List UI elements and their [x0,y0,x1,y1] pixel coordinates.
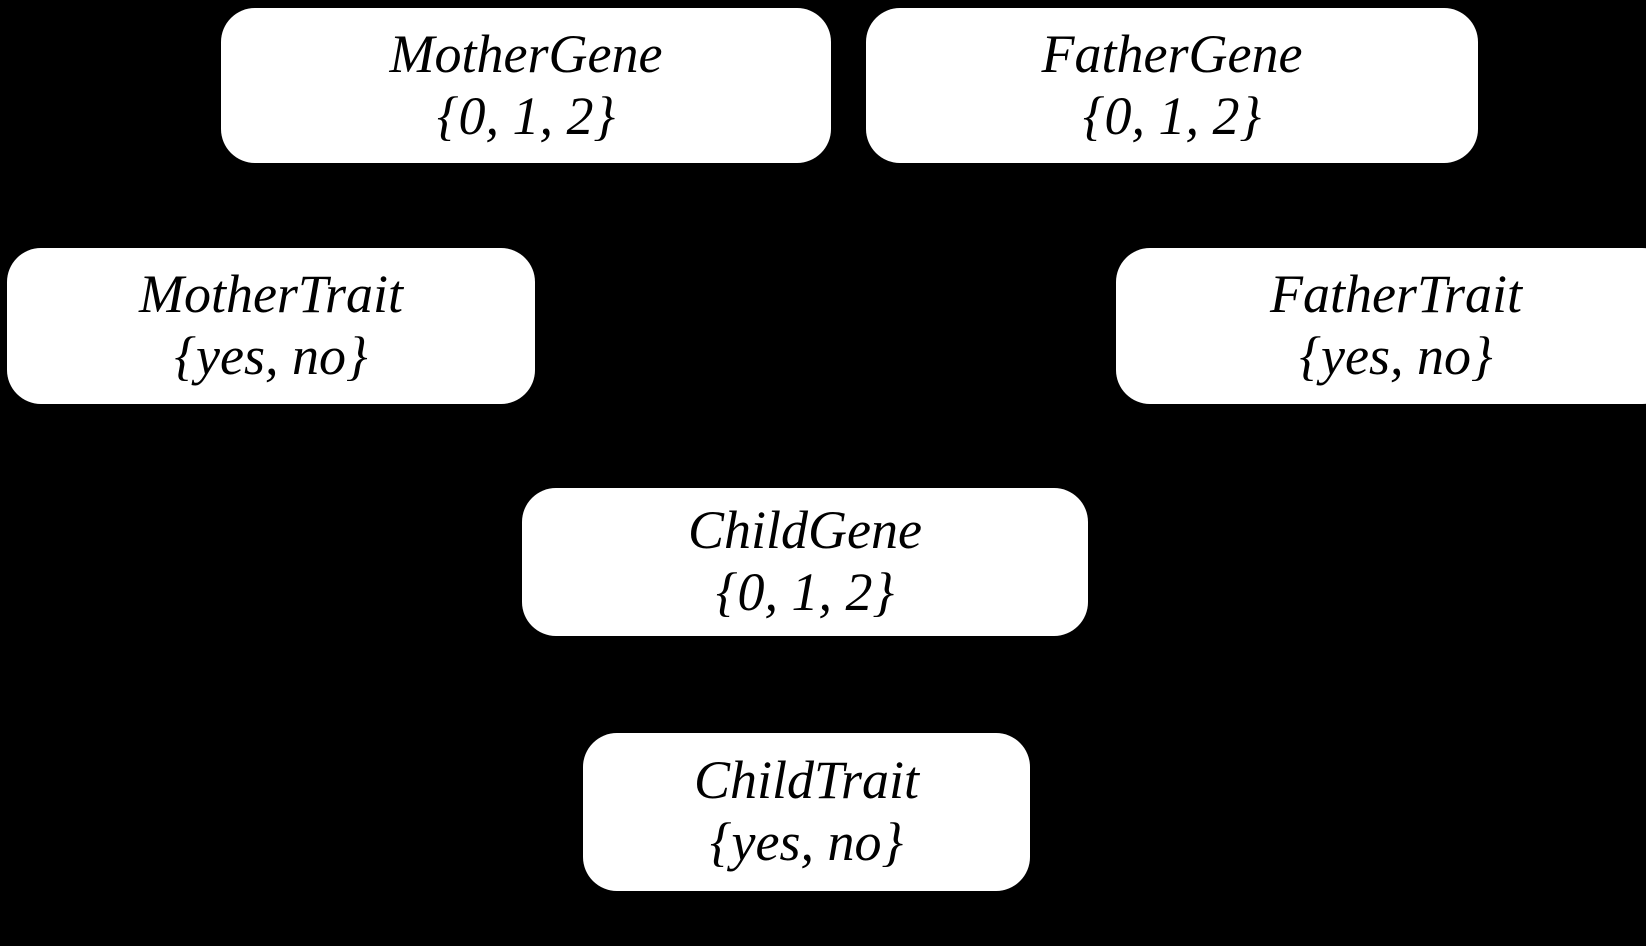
node-child-trait-label: ChildTrait [693,750,920,811]
node-father-trait-label: FatherTrait [1269,264,1523,325]
edge-mothergene-to-childgene [598,162,702,489]
node-father-gene-domain: {0, 1, 2} [1082,85,1262,146]
node-child-gene-domain: {0, 1, 2} [715,562,895,622]
node-child-trait-domain: {yes, no} [709,812,904,872]
node-mother-gene-label: MotherGene [389,23,663,84]
node-mother-trait-label: MotherTrait [138,264,404,325]
node-child-gene-label: ChildGene [688,500,922,561]
node-child-gene[interactable]: ChildGene {0, 1, 2} [522,488,1088,636]
node-father-gene-label: FatherGene [1041,23,1303,84]
node-mother-gene-domain: {0, 1, 2} [436,85,616,146]
node-mother-gene[interactable]: MotherGene {0, 1, 2} [221,8,831,163]
edge-mothergene-to-mothertrait [299,161,401,250]
node-father-trait[interactable]: FatherTrait {yes, no} [1116,248,1646,404]
node-mother-trait[interactable]: MotherTrait {yes, no} [7,248,535,404]
edge-fathergene-to-fathertrait [1199,161,1351,250]
node-father-gene[interactable]: FatherGene {0, 1, 2} [866,8,1478,163]
node-mother-trait-domain: {yes, no} [174,326,368,386]
node-child-trait[interactable]: ChildTrait {yes, no} [583,733,1030,891]
edge-fathergene-to-childgene [948,162,1102,489]
node-father-trait-domain: {yes, no} [1299,326,1493,386]
